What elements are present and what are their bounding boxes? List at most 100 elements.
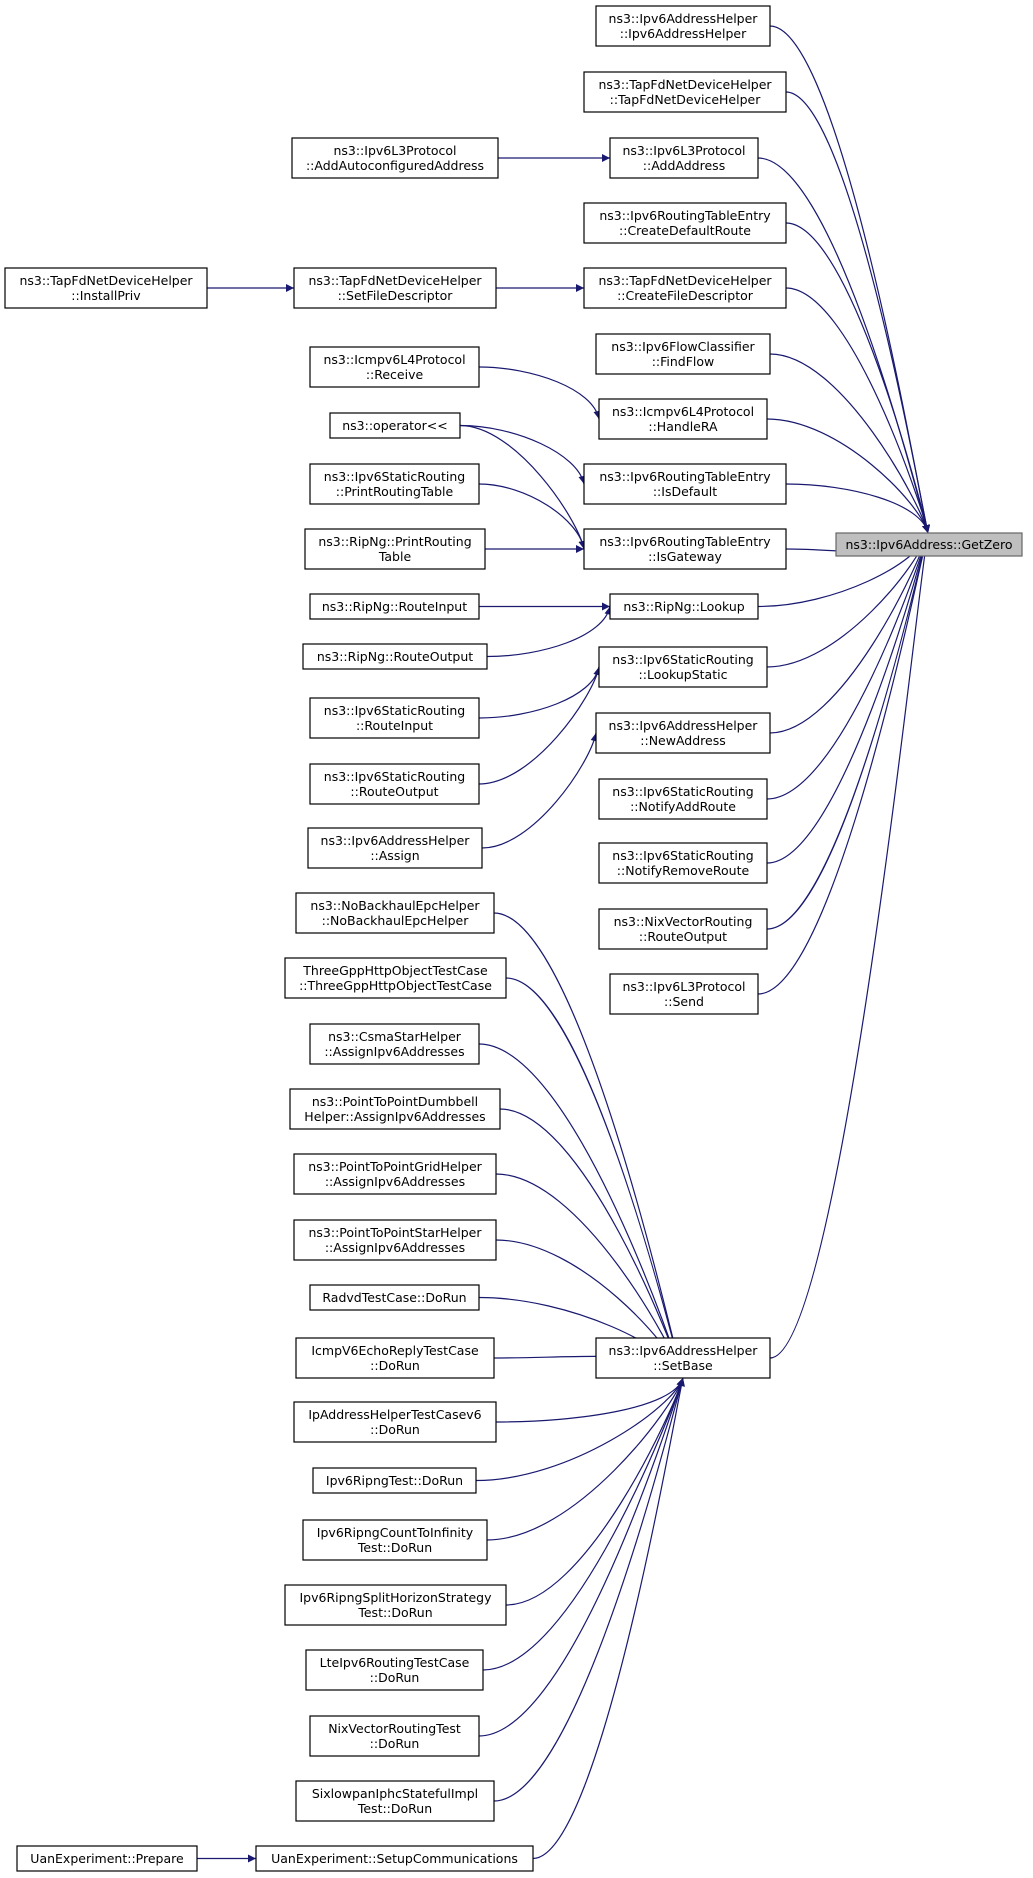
node-rte-isgateway[interactable]: ns3::Ipv6RoutingTableEntry::IsGateway <box>583 528 787 570</box>
node-csmastar[interactable]: ns3::CsmaStarHelper::AssignIpv6Addresses <box>309 1023 480 1065</box>
node-box <box>595 333 771 375</box>
node-sr-routeinput[interactable]: ns3::Ipv6StaticRouting::RouteInput <box>309 697 480 739</box>
node-l3-addaddress[interactable]: ns3::Ipv6L3Protocol::AddAddress <box>609 137 759 179</box>
node-label-line: ns3::Ipv6L3Protocol <box>622 979 745 994</box>
node-icmpecho[interactable]: IcmpV6EchoReplyTestCase::DoRun <box>295 1337 495 1379</box>
node-label-line: ::TapFdNetDeviceHelper <box>610 92 762 107</box>
node-ah-newaddress[interactable]: ns3::Ipv6AddressHelper::NewAddress <box>595 712 771 754</box>
edge-operator_out-to-rte_isdefault <box>459 424 587 485</box>
edge-icmp_handlera-to-getzero <box>766 418 930 534</box>
node-label-line: ns3::RipNg::RouteOutput <box>317 649 473 664</box>
node-l3-send[interactable]: ns3::Ipv6L3Protocol::Send <box>609 973 759 1015</box>
node-radvd[interactable]: RadvdTestCase::DoRun <box>309 1284 480 1311</box>
node-getzero[interactable]: ns3::Ipv6Address::GetZero <box>835 532 1023 557</box>
node-box <box>583 267 787 309</box>
node-label-line: ::HandleRA <box>648 419 718 434</box>
node-label-line: ::AssignIpv6Addresses <box>325 1240 465 1255</box>
node-ripng-routeinput[interactable]: ns3::RipNg::RouteInput <box>309 593 480 620</box>
edge-ripng_routeoutput-to-ripng_lookup <box>486 606 613 658</box>
node-label-line: ns3::RipNg::RouteInput <box>322 599 467 614</box>
node-tapfd-createfd[interactable]: ns3::TapFdNetDeviceHelper::CreateFileDes… <box>583 267 787 309</box>
node-tapfd-installpriv[interactable]: ns3::TapFdNetDeviceHelper::InstallPriv <box>4 267 208 309</box>
node-ah-setbase[interactable]: ns3::Ipv6AddressHelper::SetBase <box>595 1337 771 1379</box>
edge-path <box>478 366 602 420</box>
edge-sr_notifyremove-to-getzero <box>766 532 930 864</box>
node-nobackhaul[interactable]: ns3::NoBackhaulEpcHelper::NoBackhaulEpcH… <box>295 892 495 934</box>
node-operator-out[interactable]: ns3::operator<< <box>329 412 461 439</box>
node-icmp-handlera[interactable]: ns3::Icmpv6L4Protocol::HandleRA <box>598 398 768 440</box>
node-sr-printrt[interactable]: ns3::Ipv6StaticRouting::PrintRoutingTabl… <box>309 463 480 505</box>
node-ripngtest[interactable]: Ipv6RipngTest::DoRun <box>312 1467 477 1494</box>
edge-path <box>785 222 931 534</box>
edge-ah_newaddress-to-getzero <box>769 532 930 734</box>
node-label-line: ns3::TapFdNetDeviceHelper <box>308 273 482 288</box>
node-rte-createdefault[interactable]: ns3::Ipv6RoutingTableEntry::CreateDefaul… <box>583 202 787 244</box>
node-p2pdumbbell[interactable]: ns3::PointToPointDumbbellHelper::AssignI… <box>289 1088 501 1130</box>
edge-path <box>486 606 613 658</box>
edge-sr_notifyadd-to-getzero <box>766 532 930 800</box>
node-label-line: ns3::Icmpv6L4Protocol <box>612 404 754 419</box>
node-label-line: UanExperiment::Prepare <box>30 1851 184 1866</box>
node-label-line: ::Send <box>664 994 704 1009</box>
node-box <box>293 1219 497 1261</box>
edge-csmastar-to-ah_setbase <box>478 1043 685 1379</box>
node-box <box>16 1845 198 1872</box>
node-box <box>302 1519 488 1561</box>
node-flow-find[interactable]: ns3::Ipv6FlowClassifier::FindFlow <box>595 333 771 375</box>
edge-path <box>495 1377 685 1423</box>
node-p2pgrid[interactable]: ns3::PointToPointGridHelper::AssignIpv6A… <box>293 1153 497 1195</box>
edge-ah_assign-to-ah_newaddress <box>481 732 599 849</box>
node-label-line: ::AddAutoconfiguredAddress <box>306 158 484 173</box>
node-box <box>309 697 480 739</box>
node-uan-prepare[interactable]: UanExperiment::Prepare <box>16 1845 198 1872</box>
node-p2pstar[interactable]: ns3::PointToPointStarHelper::AssignIpv6A… <box>293 1219 497 1261</box>
node-tapfd-ctor[interactable]: ns3::TapFdNetDeviceHelper::TapFdNetDevic… <box>583 71 787 113</box>
node-ripng-printrt[interactable]: ns3::RipNg::PrintRoutingTable <box>304 528 486 570</box>
node-box <box>291 137 499 179</box>
edge-path <box>769 532 930 734</box>
node-label-line: ns3::TapFdNetDeviceHelper <box>598 273 772 288</box>
node-label-line: ::CreateDefaultRoute <box>619 223 751 238</box>
node-label-line: ::InstallPriv <box>71 288 141 303</box>
node-box <box>598 646 768 688</box>
node-box <box>255 1845 534 1872</box>
edge-ipv6ah_ctor-to-getzero <box>769 25 930 534</box>
edge-path <box>769 532 930 1359</box>
node-iphelpertc[interactable]: IpAddressHelperTestCasev6::DoRun <box>293 1401 497 1443</box>
node-threegpp[interactable]: ThreeGppHttpObjectTestCase::ThreeGppHttp… <box>284 957 507 999</box>
node-ripng-routeoutput[interactable]: ns3::RipNg::RouteOutput <box>302 643 488 670</box>
node-ripng-lookup[interactable]: ns3::RipNg::Lookup <box>609 593 759 620</box>
edge-tapfd_ctor-to-getzero <box>785 91 931 534</box>
node-label-line: ns3::Ipv6StaticRouting <box>612 848 753 863</box>
node-nixtest[interactable]: NixVectorRoutingTest::DoRun <box>309 1715 480 1757</box>
node-label-line: ns3::Ipv6L3Protocol <box>333 143 456 158</box>
node-ipv6ah-ctor[interactable]: ns3::Ipv6AddressHelper::Ipv6AddressHelpe… <box>595 5 771 47</box>
edge-nixtest-to-ah_setbase <box>478 1377 685 1737</box>
node-lteipv6[interactable]: LteIpv6RoutingTestCase::DoRun <box>305 1649 484 1691</box>
node-sr-lookupstatic[interactable]: ns3::Ipv6StaticRouting::LookupStatic <box>598 646 768 688</box>
edge-path <box>459 424 587 485</box>
node-label-line: Helper::AssignIpv6Addresses <box>304 1109 485 1124</box>
node-nix-routeoutput[interactable]: ns3::NixVectorRouting::RouteOutput <box>598 908 768 950</box>
node-sr-notifyadd[interactable]: ns3::Ipv6StaticRouting::NotifyAddRoute <box>598 778 768 820</box>
node-sr-routeoutput[interactable]: ns3::Ipv6StaticRouting::RouteOutput <box>309 763 480 805</box>
node-uan-setupcomm[interactable]: UanExperiment::SetupCommunications <box>255 1845 534 1872</box>
node-l3-addautocfg[interactable]: ns3::Ipv6L3Protocol::AddAutoconfiguredAd… <box>291 137 499 179</box>
node-box <box>309 593 480 620</box>
node-tapfd-setfd[interactable]: ns3::TapFdNetDeviceHelper::SetFileDescri… <box>293 267 497 309</box>
edge-path <box>475 1377 685 1482</box>
node-box <box>302 643 488 670</box>
node-box <box>609 973 759 1015</box>
node-box <box>305 1649 484 1691</box>
node-box <box>312 1467 477 1494</box>
node-label-line: ::RouteOutput <box>639 929 727 944</box>
node-rte-isdefault[interactable]: ns3::Ipv6RoutingTableEntry::IsDefault <box>583 463 787 505</box>
node-icmp-receive[interactable]: ns3::Icmpv6L4Protocol::Receive <box>309 346 480 388</box>
node-sr-notifyremove[interactable]: ns3::Ipv6StaticRouting::NotifyRemoveRout… <box>598 842 768 884</box>
node-label-line: ::NewAddress <box>640 733 725 748</box>
node-ah-assign[interactable]: ns3::Ipv6AddressHelper::Assign <box>307 827 483 869</box>
node-box <box>595 1337 771 1379</box>
